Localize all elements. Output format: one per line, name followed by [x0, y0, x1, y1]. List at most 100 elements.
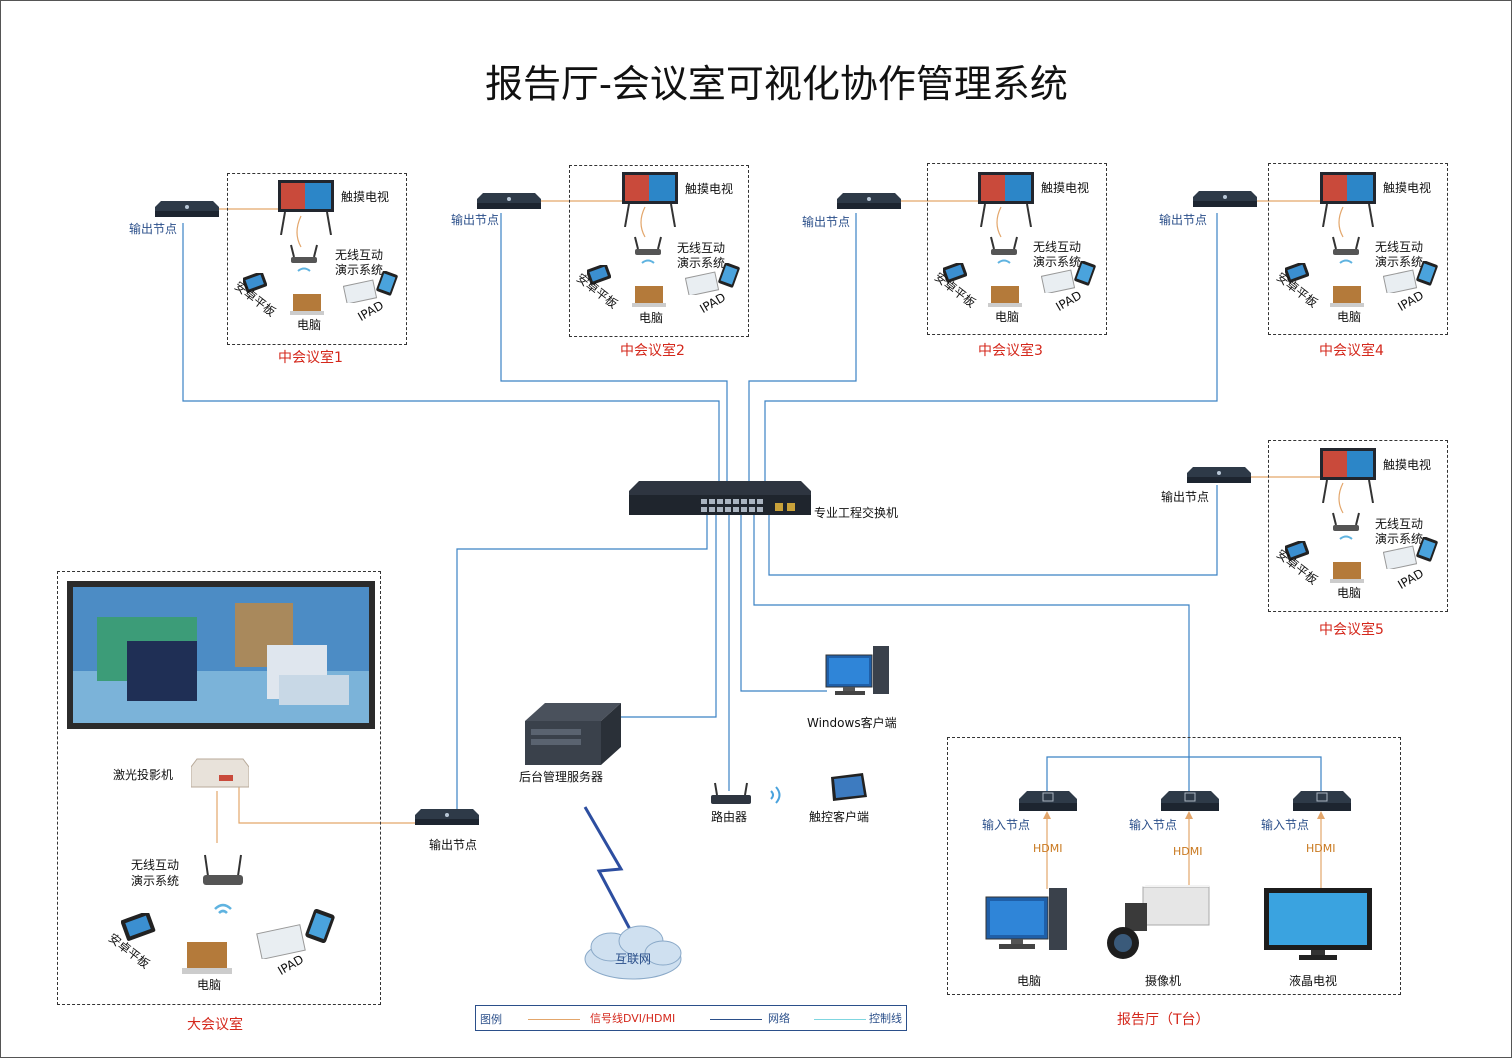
wireless-label-line2: 演示系统	[131, 874, 180, 888]
wireless-box-icon	[289, 243, 319, 279]
legend-label-control: 控制线	[869, 1012, 902, 1025]
network-line-windows	[740, 515, 827, 692]
laser-projector-icon	[190, 757, 250, 795]
wireless-label-line1: 无线互动	[335, 248, 384, 262]
legend-swatch-control	[814, 1019, 866, 1020]
pc-label: 电脑	[995, 310, 1020, 324]
wireless-label-line2: 演示系统	[677, 256, 726, 270]
ipad-icon	[684, 262, 741, 299]
ipad-icon	[1040, 260, 1097, 297]
output-node-icon	[1193, 189, 1257, 213]
legend-label-network: 网络	[768, 1012, 790, 1025]
wireless-label-line2: 演示系统	[1033, 255, 1082, 269]
legend: 图例 信号线DVI/HDMI 网络 控制线	[475, 1005, 907, 1031]
wireless-label-line1: 无线互动	[1375, 240, 1424, 254]
ipad-icon	[255, 908, 337, 963]
big-room-label: 大会议室	[187, 1017, 243, 1033]
pc-label: 电脑	[639, 311, 664, 325]
server-icon	[525, 703, 621, 769]
hall-tv-label: 液晶电视	[1289, 974, 1338, 988]
tv-cable-room1	[296, 215, 302, 248]
input-node-icon	[1019, 789, 1077, 817]
tv-cable-room3	[996, 206, 1002, 238]
projection-screen-icon	[67, 581, 375, 733]
windows-client-label: Windows客户端	[807, 716, 897, 730]
tablet-icon	[942, 261, 968, 287]
output-node-icon	[155, 199, 219, 223]
network-line-room1	[182, 223, 720, 497]
hdmi-label-3: HDMI	[1306, 842, 1336, 855]
touch-tv-icon	[977, 171, 1035, 231]
projector-label: 激光投影机	[113, 768, 174, 782]
hdmi-label-1: HDMI	[1033, 842, 1063, 855]
pc-label: 电脑	[297, 318, 322, 332]
network-line-room4	[764, 213, 1218, 497]
wireless-label-line2: 演示系统	[1375, 532, 1424, 546]
touch-tv-label: 触摸电视	[1383, 458, 1432, 472]
lcd-tv-icon	[1263, 887, 1373, 967]
pc-label: 电脑	[1337, 310, 1362, 324]
output-node-label-4: 输出节点	[1159, 213, 1208, 227]
room-box-5	[1268, 440, 1448, 612]
wifi-signal-icon	[765, 783, 787, 811]
room-label-1: 中会议室1	[278, 350, 343, 366]
server-label: 后台管理服务器	[519, 770, 604, 784]
input-node-icon	[1161, 789, 1219, 817]
legend-title: 图例	[480, 1013, 502, 1026]
wireless-label-line1: 无线互动	[1375, 517, 1424, 531]
output-node-icon	[837, 191, 901, 215]
hall-pc-label: 电脑	[1017, 974, 1042, 988]
signal-line-projector	[238, 781, 417, 824]
output-node-icon	[1187, 465, 1251, 489]
internet-label: 互联网	[615, 952, 652, 966]
room-label-4: 中会议室4	[1319, 343, 1384, 359]
wireless-box-icon	[989, 235, 1019, 271]
wireless-label-line1: 无线互动	[1033, 240, 1082, 254]
touch-panel-icon	[827, 773, 867, 807]
pc-label: 电脑	[197, 978, 222, 992]
big-room-box	[57, 571, 381, 1005]
touch-tv-icon	[277, 179, 335, 239]
tv-cable-room2	[640, 206, 646, 238]
input-node-icon	[1293, 789, 1351, 817]
network-line-hall-bus	[1046, 756, 1322, 791]
wireless-label-line2: 演示系统	[335, 263, 384, 277]
room-label-5: 中会议室5	[1319, 622, 1384, 638]
router-icon	[709, 781, 753, 811]
ipad-icon	[1382, 260, 1439, 297]
wireless-box-icon	[633, 235, 663, 271]
laptop-icon	[1329, 561, 1365, 589]
tablet-icon	[1284, 261, 1310, 287]
network-line-big-room	[456, 515, 708, 809]
room-label-2: 中会议室2	[620, 343, 685, 359]
touch-tv-icon	[621, 171, 679, 231]
output-node-icon	[415, 807, 479, 831]
touch-tv-icon	[1319, 171, 1377, 231]
laptop-icon	[631, 285, 667, 313]
touch-tv-label: 触摸电视	[1041, 181, 1090, 195]
wireless-box-icon	[201, 853, 245, 923]
network-line-hall	[753, 515, 1190, 791]
legend-swatch-signal	[528, 1019, 580, 1020]
tv-cable-room4	[1338, 206, 1344, 238]
room-box-2	[569, 165, 749, 337]
ipad-icon	[1382, 536, 1439, 573]
touch-tv-label: 触摸电视	[1383, 181, 1432, 195]
output-node-label-1: 输出节点	[129, 222, 178, 236]
tablet-icon	[242, 271, 268, 297]
output-node-label-big: 输出节点	[429, 838, 478, 852]
laptop-icon	[181, 941, 233, 981]
touch-tv-label: 触摸电视	[341, 190, 390, 204]
switch-label: 专业工程交换机	[814, 506, 899, 520]
camera-icon	[1103, 879, 1211, 967]
network-line-room2	[500, 213, 728, 497]
legend-swatch-network	[710, 1019, 762, 1020]
wireless-box-icon	[1331, 235, 1361, 271]
room-box-4	[1268, 163, 1448, 335]
network-line-server	[611, 515, 717, 718]
lightning-bolt	[583, 806, 635, 936]
page-title: 报告厅-会议室可视化协作管理系统	[485, 62, 1068, 106]
tv-cable-room5	[1338, 482, 1344, 514]
desktop-computer-icon	[985, 887, 1069, 961]
